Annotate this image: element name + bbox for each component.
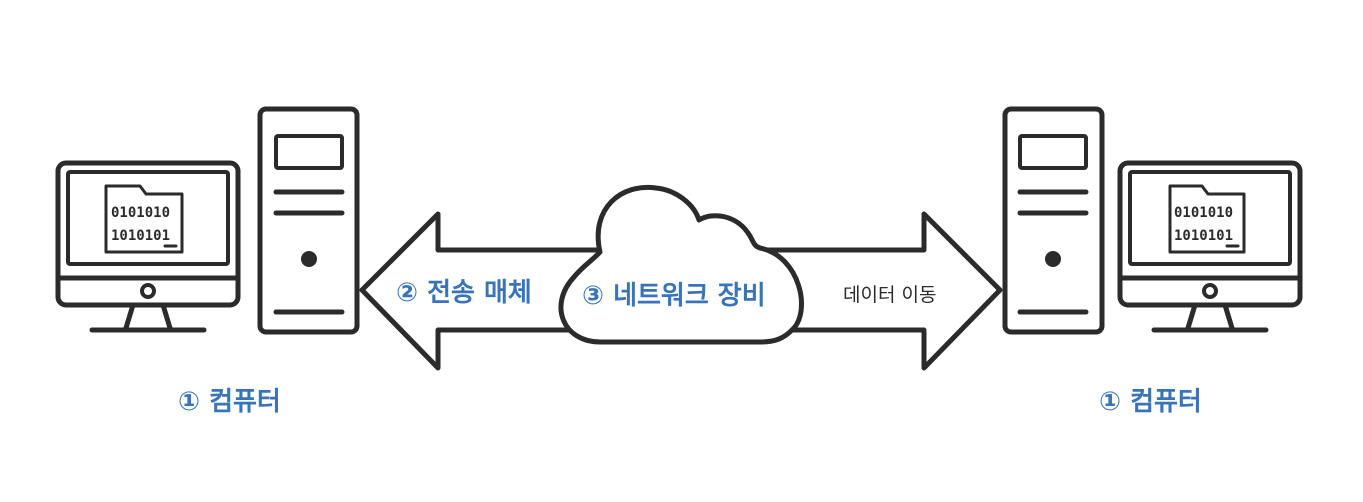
label-transmission-medium: ② 전송 매체: [396, 278, 532, 308]
file-binary-line1: 0101010: [1174, 205, 1233, 221]
label-data-movement: 데이터 이동: [843, 284, 936, 306]
label-computer-right: ① 컴퓨터: [1099, 387, 1202, 417]
cloud-icon: [558, 184, 804, 345]
pc-tower-icon-left: [257, 106, 360, 335]
label-network-device: ③ 네트워크 장비: [582, 281, 766, 311]
pc-tower-icon-right: [1002, 106, 1105, 335]
desktop-monitor-icon-right: 0101010 1010101: [1117, 160, 1303, 333]
desktop-monitor-icon-left: 0101010 1010101: [55, 160, 241, 333]
file-binary-line1: 0101010: [111, 205, 170, 221]
file-binary-line2: 1010101: [111, 228, 170, 244]
file-binary-line2: 1010101: [1174, 228, 1233, 244]
label-computer-left: ① 컴퓨터: [178, 387, 281, 417]
file-icon: 0101010 1010101: [104, 184, 184, 254]
file-icon: 0101010 1010101: [1168, 184, 1246, 254]
